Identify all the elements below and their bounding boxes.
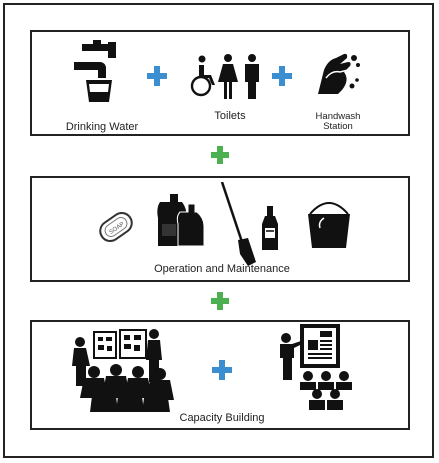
cleaning-bottles-icon — [157, 194, 205, 247]
capacity-building-label: Capacity Building — [179, 412, 265, 424]
handwash-icon — [318, 53, 360, 94]
green-plus-icon — [211, 146, 229, 164]
blue-plus-icon — [212, 360, 232, 380]
green-plus-icon — [211, 292, 229, 310]
operation-maintenance-panel: SOAP Operation and Maintenance — [30, 176, 410, 282]
blue-plus-icon — [147, 66, 167, 86]
toilets-label: Toilets — [214, 110, 246, 122]
broom-icon — [220, 182, 256, 266]
handwash-label-line1: Handwash — [315, 111, 361, 122]
toilets-icon — [190, 54, 259, 99]
training-presentation-icon — [280, 324, 352, 410]
bucket-icon — [308, 202, 350, 248]
group-discussion-icon — [72, 329, 174, 412]
blue-plus-icon — [272, 66, 292, 86]
handwash-label-line2: Station — [323, 121, 353, 132]
soap-icon: SOAP — [99, 211, 133, 243]
drinking-water-label: Drinking Water — [65, 121, 139, 133]
capacity-building-panel: Capacity Building — [30, 320, 410, 430]
water-tap-icon — [74, 40, 116, 102]
cleaner-bottle-icon — [262, 206, 278, 250]
wash-facilities-panel: Drinking Water Toilets Handwash Station — [30, 30, 410, 136]
operation-maintenance-label: Operation and Maintenance — [154, 263, 290, 275]
